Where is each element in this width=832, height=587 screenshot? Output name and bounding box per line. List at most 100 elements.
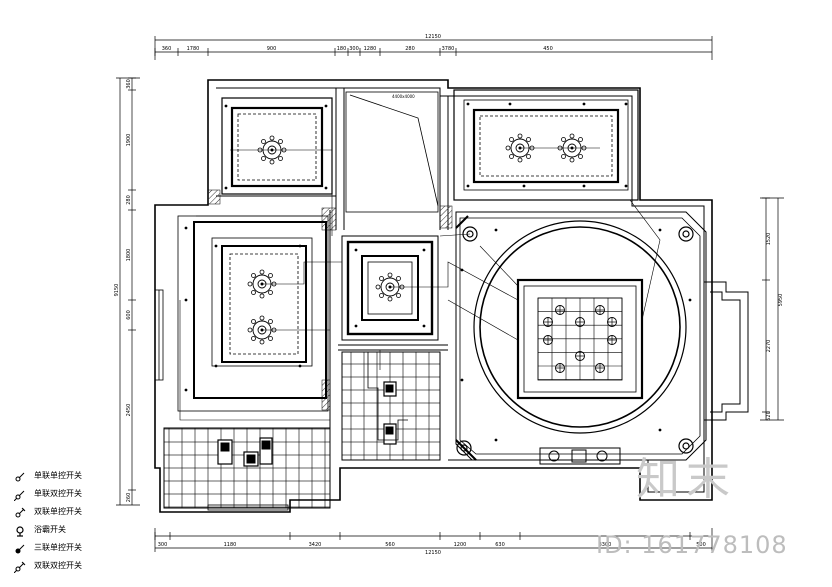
light-point xyxy=(522,184,526,188)
dimension-segment-right: 520 xyxy=(766,411,772,421)
light-point xyxy=(298,244,302,248)
light-point xyxy=(582,184,586,188)
bay-window-right xyxy=(704,281,749,421)
legend-label: 双联单控开关 xyxy=(34,507,82,516)
dimension-segment-top: 180 xyxy=(337,46,347,52)
legend-label: 单联单控开关 xyxy=(34,471,82,480)
ceiling-panel-top-right xyxy=(453,89,639,201)
light-point xyxy=(184,388,188,392)
dimension-segment-right: 1520 xyxy=(766,233,772,246)
light-point xyxy=(466,102,470,106)
window-left xyxy=(154,289,164,381)
legend-label: 三联单控开关 xyxy=(34,543,82,552)
watermark-logo: 知末 xyxy=(636,454,736,505)
light-point xyxy=(658,228,662,232)
legend-item: 双联双控开关 xyxy=(10,560,150,578)
dimension-lines xyxy=(116,36,784,552)
hall-corner-ornaments xyxy=(455,215,694,461)
single-single-switch-icon xyxy=(15,472,25,482)
light-point xyxy=(354,248,358,252)
dimension-segment-left: 600 xyxy=(126,310,132,320)
dimension-ticks xyxy=(128,48,770,540)
dimension-segment-left: 1900 xyxy=(126,134,132,147)
dimension-segment-bottom: 1200 xyxy=(454,542,467,548)
dimension-total-bottom: 12150 xyxy=(425,550,441,556)
hall-bottom-fixture xyxy=(539,447,621,465)
dimension-segment-left: 260 xyxy=(126,493,132,503)
dimension-segment-top: 450 xyxy=(543,46,553,52)
dimension-segment-top: 360 xyxy=(162,46,172,52)
ceiling-panel-center xyxy=(341,235,439,341)
double-single-switch-icon xyxy=(15,507,26,518)
light-points xyxy=(184,102,692,442)
tiled-floor-left xyxy=(163,427,331,509)
light-point xyxy=(298,364,302,368)
dimension-segment-right: 2270 xyxy=(766,340,772,353)
dimension-segment-bottom: 3420 xyxy=(309,542,322,548)
ceiling-lattice xyxy=(537,297,623,380)
dimension-segment-left: 360 xyxy=(126,79,132,89)
dimension-segment-bottom: 560 xyxy=(385,542,395,548)
legend-item: 三联单控开关 xyxy=(10,542,150,560)
light-point xyxy=(324,186,328,190)
triple-single-switch-icon xyxy=(15,544,25,554)
dimension-segment-left: 280 xyxy=(126,195,132,205)
light-point xyxy=(658,428,662,432)
dimension-segment-top: 280 xyxy=(405,46,415,52)
dimension-segment-top: 3780 xyxy=(442,46,455,52)
dimension-segment-top: 1280 xyxy=(364,46,377,52)
corridor-top xyxy=(345,91,439,213)
light-point xyxy=(184,226,188,230)
light-point xyxy=(624,102,628,106)
light-point xyxy=(354,324,358,328)
dimension-segment-top: 1780 xyxy=(187,46,200,52)
dimension-segment-bottom: 3300 xyxy=(599,542,612,548)
wiring-lines xyxy=(179,147,661,460)
ceiling-panel-top-left xyxy=(221,97,333,195)
light-point xyxy=(184,298,188,302)
dimension-segment-bottom: 1180 xyxy=(224,542,237,548)
dimension-segment-top: 300 xyxy=(349,46,359,52)
ceiling-panel-left xyxy=(177,215,329,412)
light-point xyxy=(224,186,228,190)
bathroom-fixtures xyxy=(217,381,397,467)
dimension-segment-left: 2450 xyxy=(126,404,132,417)
dimension-segment-left: 1800 xyxy=(126,249,132,262)
light-point xyxy=(214,244,218,248)
light-point xyxy=(508,102,512,106)
room-size-label: 4400x4000 xyxy=(392,94,415,99)
hall-ceiling xyxy=(455,211,707,461)
light-point xyxy=(324,104,328,108)
legend-label: 双联双控开关 xyxy=(34,561,82,570)
legend-item: 双联单控开关 xyxy=(10,506,150,524)
dimension-segment-top: 900 xyxy=(267,46,277,52)
dimension-total-right: 5950 xyxy=(778,294,784,307)
legend-item: 浴霸开关 xyxy=(10,524,150,542)
watermark-id: ID: 161778108 xyxy=(596,531,788,559)
light-point xyxy=(688,298,692,302)
dimension-total-top: 12150 xyxy=(425,34,441,40)
light-point xyxy=(624,184,628,188)
dimension-segment-bottom: 300 xyxy=(158,542,168,548)
dimension-segment-bottom: 630 xyxy=(495,542,505,548)
light-point xyxy=(494,228,498,232)
light-point xyxy=(582,102,586,106)
legend-item: 单联单控开关 xyxy=(10,470,150,488)
outer-walls xyxy=(154,79,713,513)
legend-label: 浴霸开关 xyxy=(34,525,66,534)
dimension-total-left: 9150 xyxy=(114,284,120,297)
switch-legend: 单联单控开关 单联双控开关 双联单控开关 浴霸开关 xyxy=(10,470,150,578)
light-point xyxy=(422,324,426,328)
legend-label: 单联双控开关 xyxy=(34,489,82,498)
light-point xyxy=(422,248,426,252)
light-point xyxy=(460,378,464,382)
light-point xyxy=(214,364,218,368)
double-double-switch-icon xyxy=(14,561,26,573)
bathroom-partition xyxy=(207,352,408,511)
light-point xyxy=(224,104,228,108)
single-double-switch-icon xyxy=(14,490,25,501)
legend-item: 单联双控开关 xyxy=(10,488,150,506)
